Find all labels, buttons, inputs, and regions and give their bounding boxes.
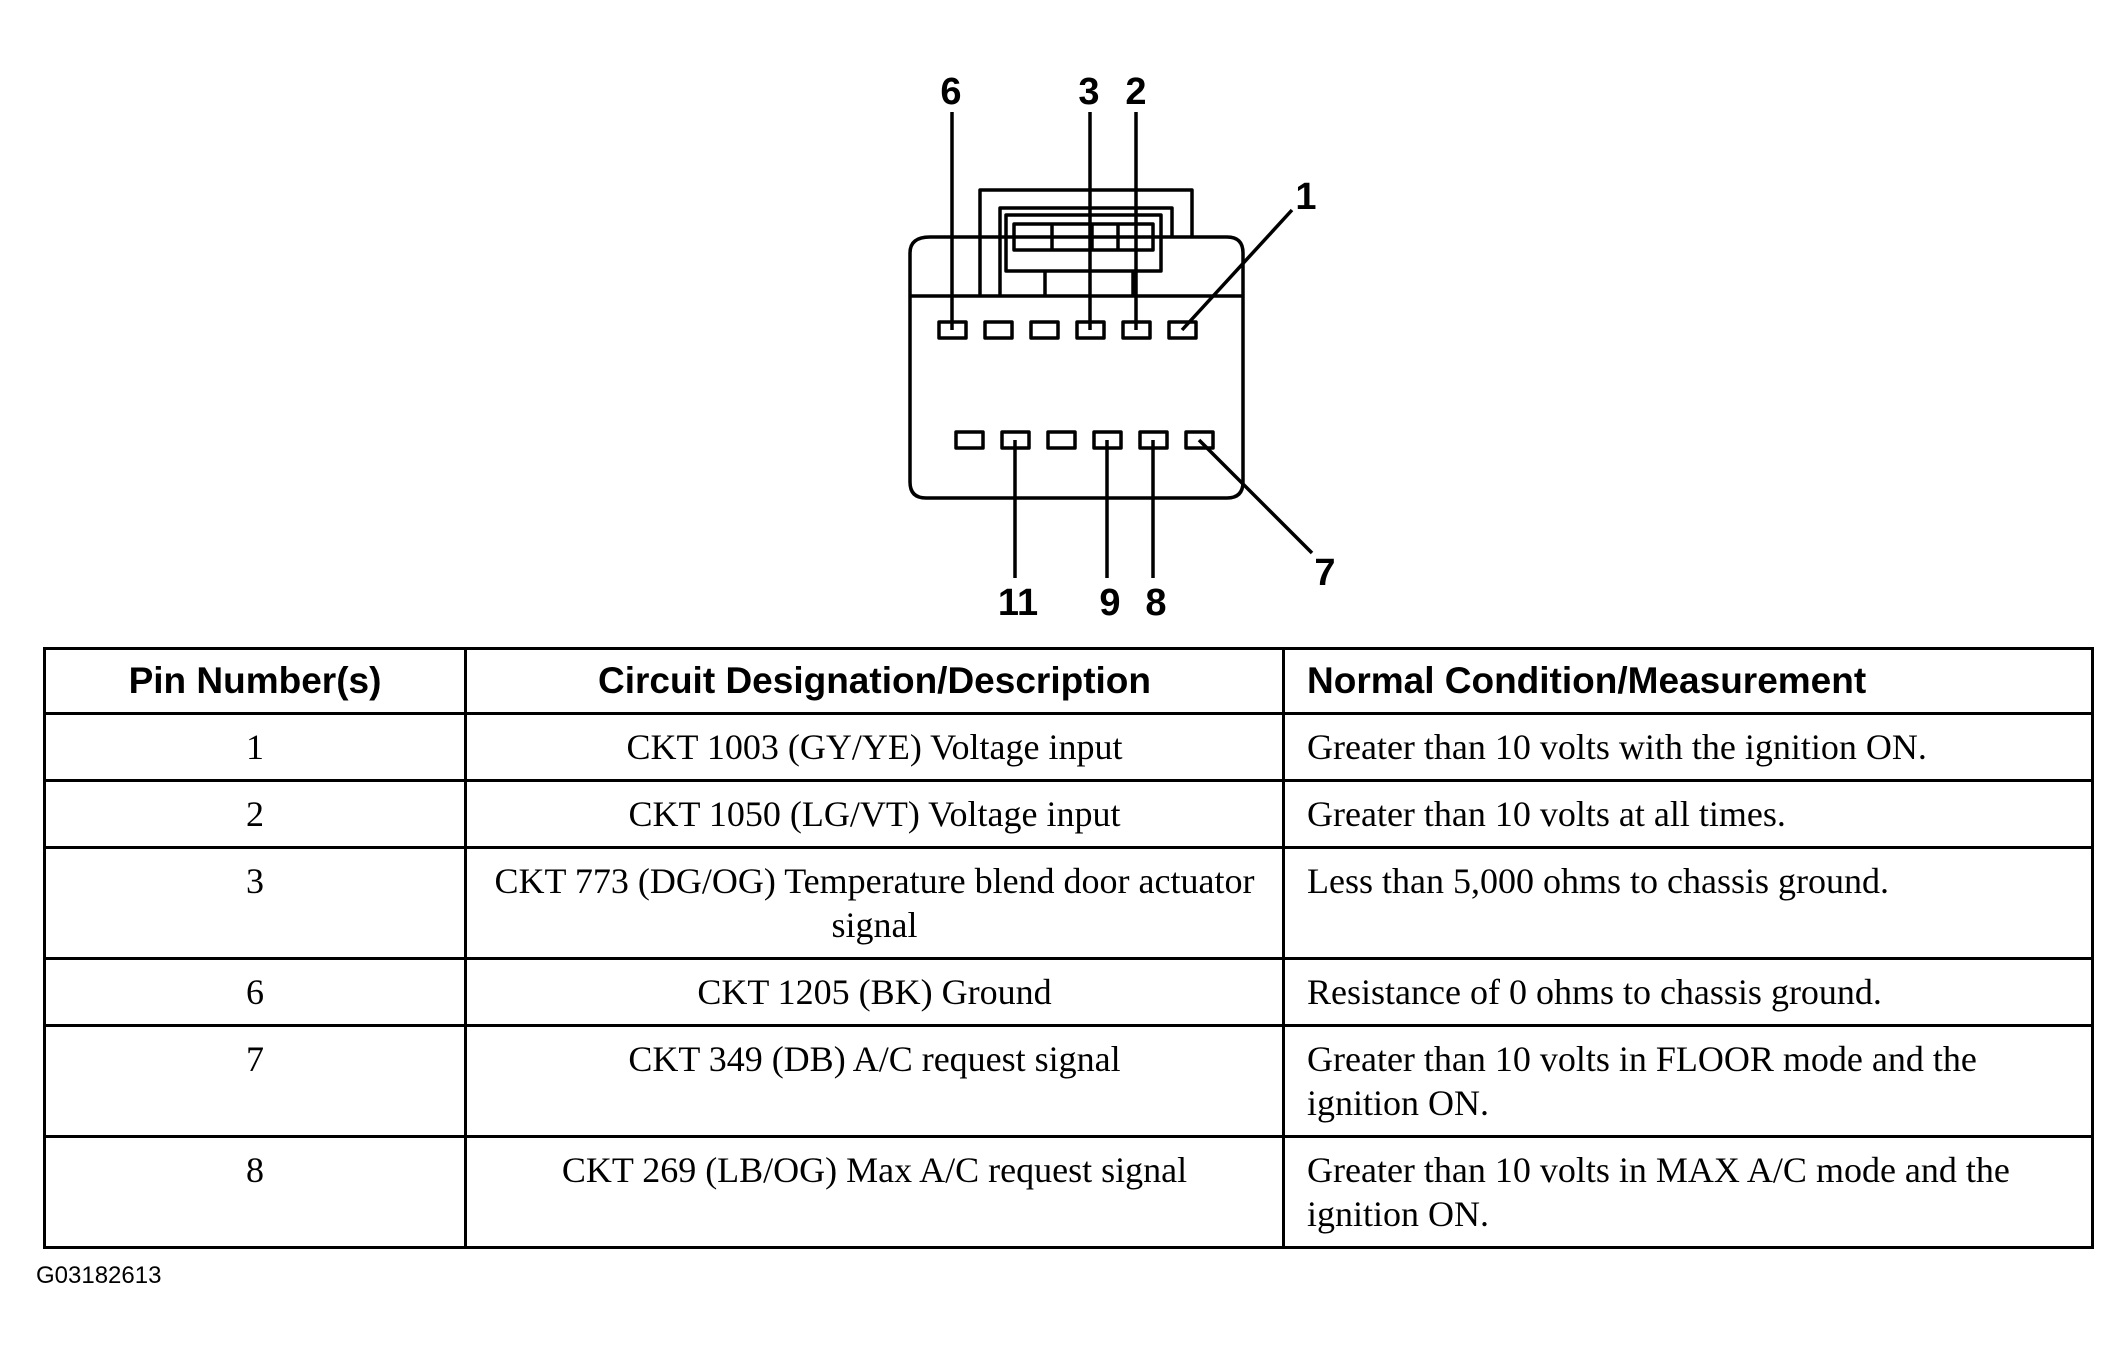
- circuit-description-cell: CKT 773 (DG/OG) Temperature blend door a…: [464, 846, 1285, 960]
- latch-window: [1004, 213, 1163, 273]
- circuit-description-cell: CKT 349 (DB) A/C request signal: [464, 1024, 1285, 1138]
- table-header-row: Pin Number(s) Circuit Designation/Descri…: [43, 647, 2094, 715]
- pin-number-cell: 3: [43, 846, 467, 960]
- measurement-cell: Greater than 10 volts at all times.: [1282, 779, 2094, 849]
- circuit-description-cell: CKT 1205 (BK) Ground: [464, 957, 1285, 1027]
- pin-label-7: 7: [1314, 552, 1335, 594]
- circuit-description-cell: CKT 1003 (GY/YE) Voltage input: [464, 712, 1285, 782]
- connector-latch: [978, 188, 1194, 296]
- pin-label-11: 11: [998, 582, 1038, 624]
- pin-cavity-7: [1184, 430, 1215, 450]
- pin-number-cell: 2: [43, 779, 467, 849]
- header-circuit-description: Circuit Designation/Description: [464, 647, 1285, 715]
- leader-line-1: [1180, 208, 1294, 332]
- header-normal-condition: Normal Condition/Measurement: [1282, 647, 2094, 715]
- connector-housing: [908, 235, 1245, 500]
- pin-label-2: 2: [1125, 71, 1146, 113]
- table-row: 7 CKT 349 (DB) A/C request signal Greate…: [43, 1024, 2094, 1138]
- pin-label-8: 8: [1145, 582, 1166, 624]
- pin-label-9: 9: [1099, 582, 1120, 624]
- table-row: 1 CKT 1003 (GY/YE) Voltage input Greater…: [43, 712, 2094, 782]
- pin-cavity-5: [983, 320, 1014, 340]
- table-row: 6 CKT 1205 (BK) Ground Resistance of 0 o…: [43, 957, 2094, 1027]
- connector-diagram: 6 3 2 1 7 11 9 8: [908, 71, 1336, 624]
- table-row: 3 CKT 773 (DG/OG) Temperature blend door…: [43, 846, 2094, 960]
- measurement-cell: Greater than 10 volts in FLOOR mode and …: [1282, 1024, 2094, 1138]
- pin-label-1: 1: [1295, 176, 1316, 218]
- figure-id: G03182613: [36, 1262, 162, 1289]
- measurement-cell: Greater than 10 volts with the ignition …: [1282, 712, 2094, 782]
- leader-line-7: [1197, 438, 1314, 555]
- pin-cavity-12: [954, 430, 985, 450]
- pin-number-cell: 6: [43, 957, 467, 1027]
- measurement-cell: Greater than 10 volts in MAX A/C mode an…: [1282, 1135, 2094, 1249]
- pin-label-3: 3: [1078, 71, 1099, 113]
- header-pin-numbers: Pin Number(s): [43, 647, 467, 715]
- pin-number-cell: 7: [43, 1024, 467, 1138]
- pin-cavity-10: [1046, 430, 1077, 450]
- circuit-description-cell: CKT 1050 (LG/VT) Voltage input: [464, 779, 1285, 849]
- pin-label-6: 6: [940, 71, 961, 113]
- pin-table: Pin Number(s) Circuit Designation/Descri…: [43, 647, 2094, 1249]
- pin-cavity-4: [1029, 320, 1060, 340]
- measurement-cell: Resistance of 0 ohms to chassis ground.: [1282, 957, 2094, 1027]
- latch-inner-outline: [998, 206, 1174, 296]
- pin-number-cell: 1: [43, 712, 467, 782]
- pin-number-cell: 8: [43, 1135, 467, 1249]
- latch-bar: [1012, 222, 1155, 252]
- circuit-description-cell: CKT 269 (LB/OG) Max A/C request signal: [464, 1135, 1285, 1249]
- table-row: 2 CKT 1050 (LG/VT) Voltage input Greater…: [43, 779, 2094, 849]
- pin-cavity-1: [1167, 320, 1198, 340]
- table-row: 8 CKT 269 (LB/OG) Max A/C request signal…: [43, 1135, 2094, 1249]
- measurement-cell: Less than 5,000 ohms to chassis ground.: [1282, 846, 2094, 960]
